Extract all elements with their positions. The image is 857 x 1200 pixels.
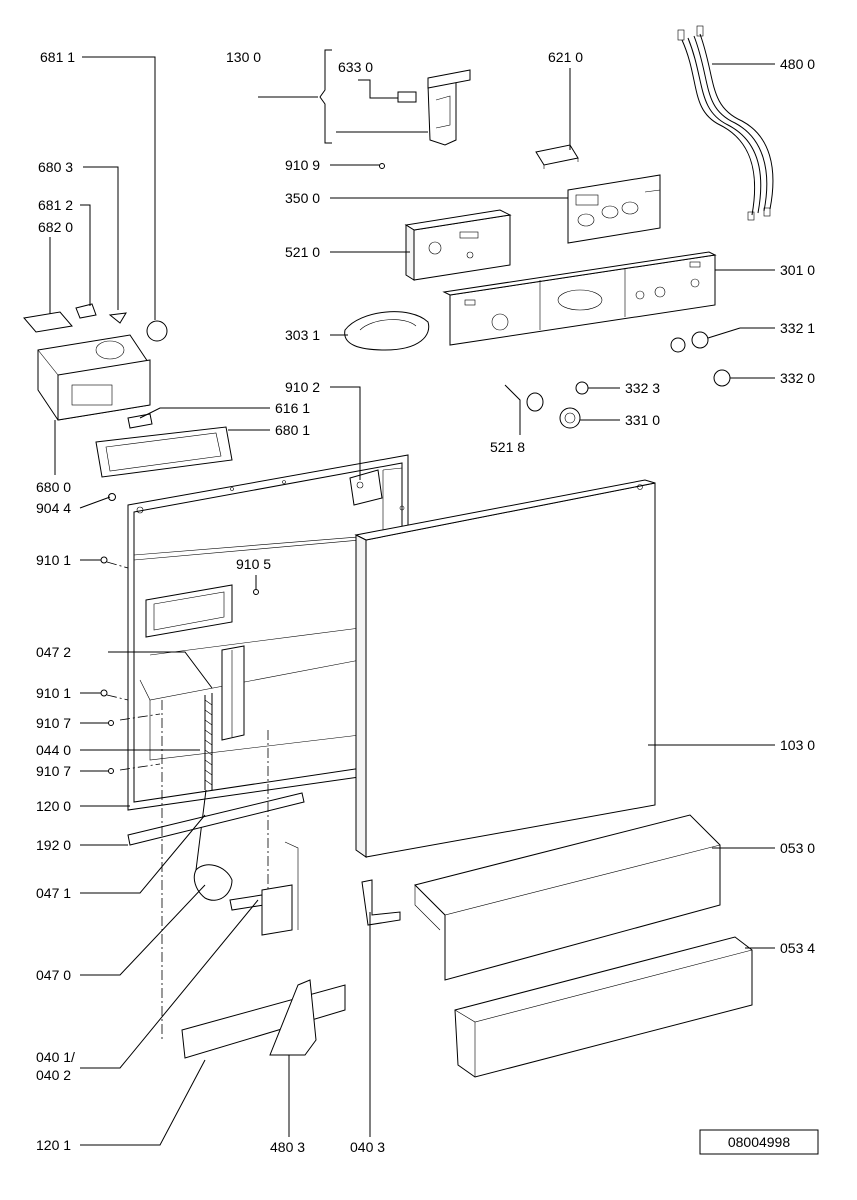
label-301-0: 301 0: [780, 262, 815, 278]
label-910-1-b: 910 1: [36, 685, 71, 701]
detergent-dispenser: [23, 303, 168, 429]
label-910-9: 910 9: [285, 157, 320, 173]
label-053-0: 053 0: [780, 840, 815, 856]
door-handle: [344, 311, 430, 351]
label-040-1: 040 1/: [36, 1049, 75, 1065]
door-rail: [127, 792, 305, 846]
label-303-1: 303 1: [285, 327, 320, 343]
label-910-2: 910 2: [285, 379, 320, 395]
dispenser-gasket: [95, 426, 233, 478]
part-labels: 681 1 130 0 633 0 621 0 480 0 680 3 910 …: [36, 49, 815, 1155]
reference-number-box: 08004998: [699, 1129, 819, 1155]
small-module: [535, 144, 579, 169]
plinth: [414, 814, 721, 981]
leader-lines: [49, 49, 775, 1146]
screws: [100, 163, 385, 774]
center-lines: [119, 700, 269, 1040]
label-480-3: 480 3: [270, 1139, 305, 1155]
label-681-2: 681 2: [38, 197, 73, 213]
label-910-7-b: 910 7: [36, 763, 71, 779]
label-480-0: 480 0: [780, 56, 815, 72]
label-633-0: 633 0: [338, 59, 373, 75]
hinge-spring: [193, 693, 299, 936]
label-040-2: 040 2: [36, 1067, 71, 1083]
label-331-0: 331 0: [625, 412, 660, 428]
label-044-0: 044 0: [36, 742, 71, 758]
label-680-1: 680 1: [275, 422, 310, 438]
label-904-4: 904 4: [36, 500, 71, 516]
label-680-3: 680 3: [38, 159, 73, 175]
reference-number: 08004998: [728, 1134, 791, 1150]
label-053-4: 053 4: [780, 940, 815, 956]
cable-harness: [677, 25, 774, 221]
outer-door-panel: [354, 479, 656, 858]
label-047-1: 047 1: [36, 885, 71, 901]
electronic-module: [404, 209, 512, 281]
label-680-0: 680 0: [36, 479, 71, 495]
label-621-0: 621 0: [548, 49, 583, 65]
label-521-8: 521 8: [490, 439, 525, 455]
label-120-1: 120 1: [36, 1137, 71, 1153]
label-040-3: 040 3: [350, 1139, 385, 1155]
label-120-0: 120 0: [36, 798, 71, 814]
label-350-0: 350 0: [285, 190, 320, 206]
label-681-1: 681 1: [40, 49, 75, 65]
label-910-1-a: 910 1: [36, 552, 71, 568]
label-682-0: 682 0: [38, 219, 73, 235]
label-332-1: 332 1: [780, 320, 815, 336]
circuit-board: [567, 174, 661, 244]
label-047-0: 047 0: [36, 967, 71, 983]
label-910-5: 910 5: [236, 556, 271, 572]
door-switch: [397, 69, 471, 146]
label-616-1: 616 1: [275, 400, 310, 416]
control-panel: [442, 251, 717, 346]
label-332-0: 332 0: [780, 370, 815, 386]
label-332-3: 332 3: [625, 380, 660, 396]
label-521-0: 521 0: [285, 244, 320, 260]
label-192-0: 192 0: [36, 837, 71, 853]
label-047-2: 047 2: [36, 644, 71, 660]
label-130-0: 130 0: [226, 49, 261, 65]
brackets: [181, 879, 401, 1059]
knobs: [526, 331, 731, 429]
plinth-cover: [454, 936, 753, 1078]
label-910-7-a: 910 7: [36, 715, 71, 731]
label-103-0: 103 0: [780, 737, 815, 753]
inner-door-panel: [127, 454, 409, 811]
